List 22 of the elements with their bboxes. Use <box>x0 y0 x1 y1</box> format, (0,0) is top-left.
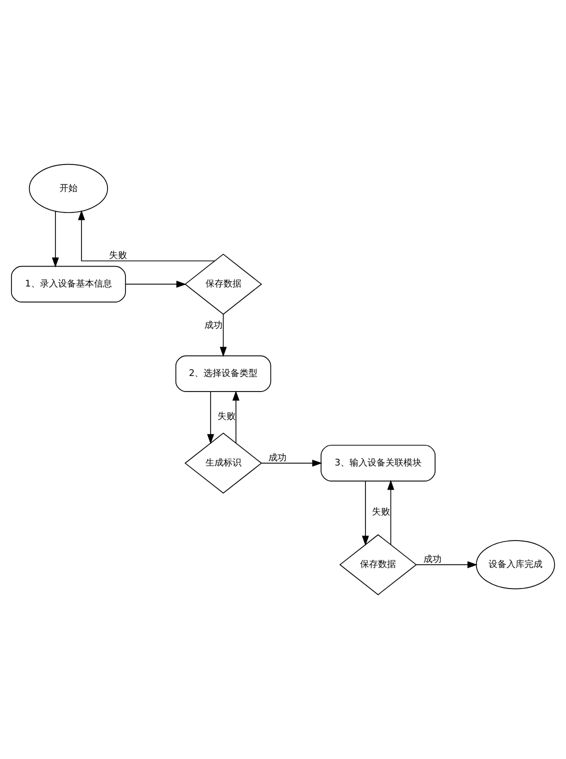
arrow <box>362 480 369 546</box>
arrow <box>261 460 322 467</box>
node-diamond: 保存数据 <box>184 254 262 315</box>
arrow <box>232 390 240 444</box>
edge-label: 成功 <box>268 453 287 464</box>
edge-label: 成功 <box>204 321 223 332</box>
node-ellipse: 设备入库完成 <box>476 540 555 590</box>
arrow <box>220 314 227 357</box>
arrow <box>125 280 186 288</box>
edge-label: 失败 <box>217 412 236 422</box>
node-box: 1、录入设备基本信息 <box>11 266 126 302</box>
arrow <box>416 561 478 568</box>
edge-label: 失败 <box>372 507 390 518</box>
arrow <box>78 210 216 262</box>
node-box: 2、选择设备类型 <box>175 355 272 392</box>
edge-label: 失败 <box>108 251 127 262</box>
node-box: 3、输入设备关联模块 <box>320 444 436 482</box>
arrow <box>52 210 59 268</box>
node-ellipse: 开始 <box>28 164 108 214</box>
arrow <box>207 391 214 444</box>
edge-label: 成功 <box>424 555 442 566</box>
arrow <box>387 480 394 546</box>
